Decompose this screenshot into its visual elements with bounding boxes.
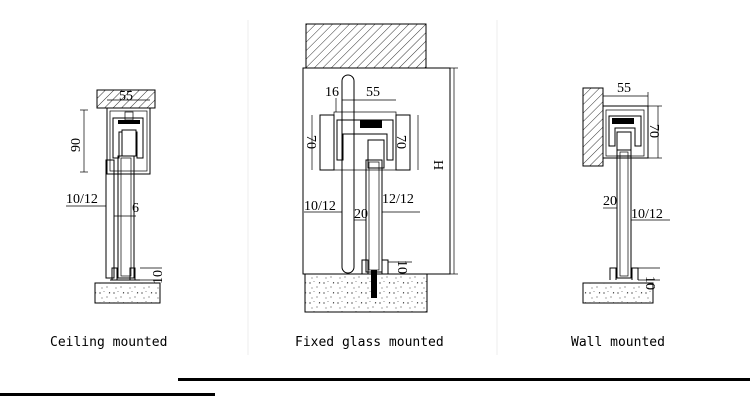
wall-dim-glass: 10/12 xyxy=(631,207,663,222)
fixed-dim-left: 16 xyxy=(325,85,339,100)
ceiling-dim-floor: 10 xyxy=(151,270,166,284)
ceiling-dim-width: 55 xyxy=(119,89,133,104)
fixed-dim-left-height: 70 xyxy=(303,135,318,149)
divider-short xyxy=(0,393,215,396)
wall-glass-panel xyxy=(616,149,632,279)
divider-long xyxy=(178,378,750,381)
fixed-dim-total-height: H xyxy=(430,160,445,170)
caption-fixed-glass-mounted: Fixed glass mounted xyxy=(295,335,444,350)
wall-mounted-drawing: 55 70 20 10/12 10 xyxy=(582,81,670,304)
wall-floor-guide xyxy=(609,267,639,280)
fixed-dim-width: 55 xyxy=(366,85,380,100)
ceiling-dim-height: 90 xyxy=(69,138,84,152)
wall-dim-height: 70 xyxy=(646,124,661,138)
fixed-sliding-glass xyxy=(365,159,383,273)
caption-wall-mounted: Wall mounted xyxy=(571,335,665,350)
fixed-dim-mid: 20 xyxy=(354,207,368,222)
ceiling-dim-gap: 6 xyxy=(132,201,139,216)
fixed-dim-floor: 10 xyxy=(394,260,409,274)
fixed-track-profile xyxy=(319,111,411,171)
wall-floor-slab xyxy=(582,282,654,304)
wall-dim-mid: 20 xyxy=(603,194,617,209)
wall-dim-floor: 10 xyxy=(642,276,657,290)
ceiling-floor-guide xyxy=(110,267,140,281)
fixed-dim-glass-left: 10/12 xyxy=(304,199,336,214)
fixed-ceiling-slab xyxy=(305,23,427,69)
caption-ceiling-mounted: Ceiling mounted xyxy=(50,335,167,350)
ceiling-mounted-drawing: 55 90 10/12 6 10 xyxy=(66,89,166,304)
ceiling-glass-panel xyxy=(105,155,135,279)
ceiling-dim-glass: 10/12 xyxy=(66,192,98,207)
ceiling-floor-slab xyxy=(94,282,161,304)
wall-dim-width: 55 xyxy=(617,81,631,96)
fixed-glass-panel xyxy=(341,74,355,274)
ceiling-track-profile xyxy=(106,107,151,175)
fixed-floor-slab xyxy=(304,273,428,313)
fixed-glass-drawing: 16 55 70 70 H 10/12 20 12/12 10 xyxy=(302,23,458,313)
wall-slab xyxy=(582,87,604,167)
fixed-dim-right-height: 70 xyxy=(393,135,408,149)
fixed-dim-glass-right: 12/12 xyxy=(382,192,414,207)
